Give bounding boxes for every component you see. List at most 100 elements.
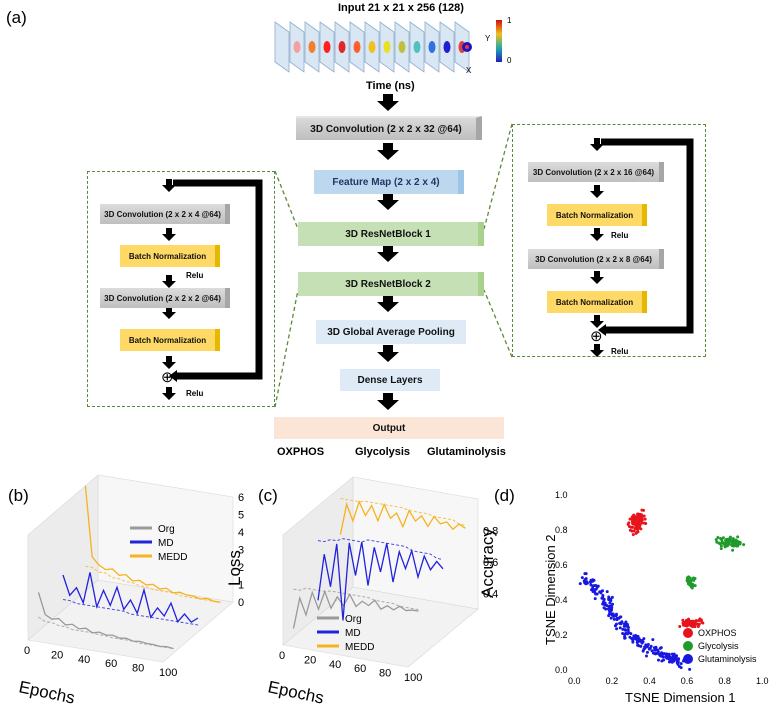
- scatter-point-glutaminolysis: [602, 606, 606, 610]
- scatter-point-glutaminolysis: [641, 649, 645, 653]
- scatter-point-glutaminolysis: [676, 658, 680, 662]
- scatter-point-glycolysis: [730, 538, 734, 542]
- right-relu2-label: Relu: [611, 347, 629, 356]
- y-tick-label: 0.8: [555, 525, 568, 535]
- scatter-point-glutaminolysis: [584, 572, 588, 576]
- scatter-point-glutaminolysis: [602, 597, 606, 601]
- scatter-point-glutaminolysis: [627, 631, 631, 635]
- z-tick-label: 1: [238, 580, 244, 592]
- class-glycolysis: Glycolysis: [355, 446, 411, 458]
- scatter-point-oxphos: [678, 624, 682, 628]
- scatter-point-oxphos: [631, 514, 635, 518]
- z-tick-label: 0.6: [483, 557, 498, 569]
- z-tick-label: 4: [238, 527, 244, 539]
- scatter-point-glycolysis: [719, 547, 723, 551]
- scatter-point-glycolysis: [686, 577, 690, 581]
- panel-label-c: (c): [258, 486, 278, 505]
- scatter-point-oxphos: [696, 624, 700, 628]
- legend-marker-glycolysis: [683, 641, 693, 651]
- scatter-point-oxphos: [629, 525, 633, 529]
- scatter-point-glutaminolysis: [610, 595, 614, 599]
- scatter-point-glycolysis: [730, 541, 734, 545]
- scatter-point-glutaminolysis: [636, 643, 640, 647]
- scatter-point-oxphos: [701, 621, 705, 625]
- scatter-point-glutaminolysis: [592, 584, 596, 588]
- right-block-arrows: [590, 138, 694, 357]
- legend-marker-oxphos: [683, 628, 693, 638]
- scatter-point-glutaminolysis: [657, 658, 661, 662]
- x-tick-label: 0.8: [718, 676, 731, 686]
- x-tick-label: 100: [404, 672, 422, 684]
- series-envelope-medd: [85, 565, 221, 603]
- back-pane: [352, 476, 479, 610]
- y-tick-label: 1.0: [555, 490, 568, 500]
- z-axis-label: Loss: [225, 550, 244, 586]
- scatter-point-glutaminolysis: [578, 582, 582, 586]
- legend-label-glycolysis: Glycolysis: [698, 641, 739, 651]
- x-tick-label: 0.6: [681, 676, 694, 686]
- x-tick-label: 20: [304, 654, 316, 666]
- scatter-point-oxphos: [638, 516, 642, 520]
- scatter-point-glutaminolysis: [609, 597, 613, 601]
- z-tick-label: 0: [238, 597, 244, 609]
- scatter-point-glutaminolysis: [674, 657, 678, 661]
- panel-label-d: (d): [494, 486, 515, 505]
- scatter-point-glutaminolysis: [679, 662, 683, 666]
- left-batchnorm1-block: Batch Normalization: [120, 245, 220, 267]
- x-tick-label: 0: [279, 650, 285, 662]
- scatter-point-glutaminolysis: [603, 601, 607, 605]
- scatter-point-glutaminolysis: [615, 627, 619, 631]
- scatter-point-glutaminolysis: [613, 624, 617, 628]
- scatter-point-glutaminolysis: [595, 592, 599, 596]
- scatter-point-oxphos: [681, 618, 685, 622]
- scatter-point-glycolysis: [742, 543, 746, 547]
- scatter-point-oxphos: [697, 622, 701, 626]
- scatter-point-oxphos: [689, 623, 693, 627]
- x-tick-label: 40: [78, 654, 90, 666]
- scatter-point-oxphos: [627, 521, 631, 525]
- scatter-point-glutaminolysis: [651, 638, 655, 642]
- side-pane: [27, 474, 99, 641]
- scatter-point-glutaminolysis: [654, 645, 658, 649]
- legend-label: MEDD: [345, 642, 374, 653]
- x-axis-label: Epochs: [17, 677, 76, 706]
- x-tick-label: 80: [132, 663, 144, 675]
- legend-label: Org: [158, 524, 175, 535]
- right-conv1-block: 3D Convolution (2 x 2 x 16 @64): [528, 162, 664, 182]
- series-line-org: [292, 589, 419, 629]
- scatter-point-oxphos: [636, 512, 640, 516]
- time-label: Time (ns): [366, 80, 415, 92]
- flow-arrows: [274, 94, 513, 410]
- colorbar-max: 1: [507, 16, 512, 25]
- axis-x-label: X: [466, 66, 472, 75]
- series-envelope-medd: [340, 497, 466, 526]
- scatter-point-oxphos: [633, 515, 637, 519]
- z-tick-label: 2: [238, 562, 244, 574]
- scatter-point-oxphos: [698, 618, 702, 622]
- colorbar-min: 0: [507, 56, 512, 65]
- scatter-point-oxphos: [695, 619, 699, 623]
- scatter-point-glutaminolysis: [623, 634, 627, 638]
- resnet-block-2: 3D ResNetBlock 2: [298, 272, 484, 296]
- scatter-point-glutaminolysis: [626, 625, 630, 629]
- scatter-point-glutaminolysis: [619, 622, 623, 626]
- scatter-point-glutaminolysis: [676, 662, 680, 666]
- y-tick-label: 0.4: [555, 595, 568, 605]
- scatter-point-glutaminolysis: [671, 653, 675, 657]
- scatter-point-glutaminolysis: [609, 616, 613, 620]
- y-tick-label: 0.0: [555, 665, 568, 675]
- input-frame-blob: [338, 41, 346, 53]
- legend-marker-glutaminolysis: [683, 654, 693, 664]
- scatter-point-glutaminolysis: [660, 651, 664, 655]
- scatter-point-glycolysis: [691, 578, 695, 582]
- scatter-point-oxphos: [642, 514, 646, 518]
- scatter-point-glutaminolysis: [609, 608, 613, 612]
- x-axis-label: Epochs: [266, 677, 325, 706]
- panel-label-b: (b): [8, 486, 29, 505]
- scatter-point-glutaminolysis: [630, 636, 634, 640]
- z-tick-label: 5: [238, 510, 244, 522]
- scatter-point-glutaminolysis: [631, 640, 635, 644]
- input-frame-blob: [398, 41, 406, 53]
- scatter-point-glutaminolysis: [637, 638, 641, 642]
